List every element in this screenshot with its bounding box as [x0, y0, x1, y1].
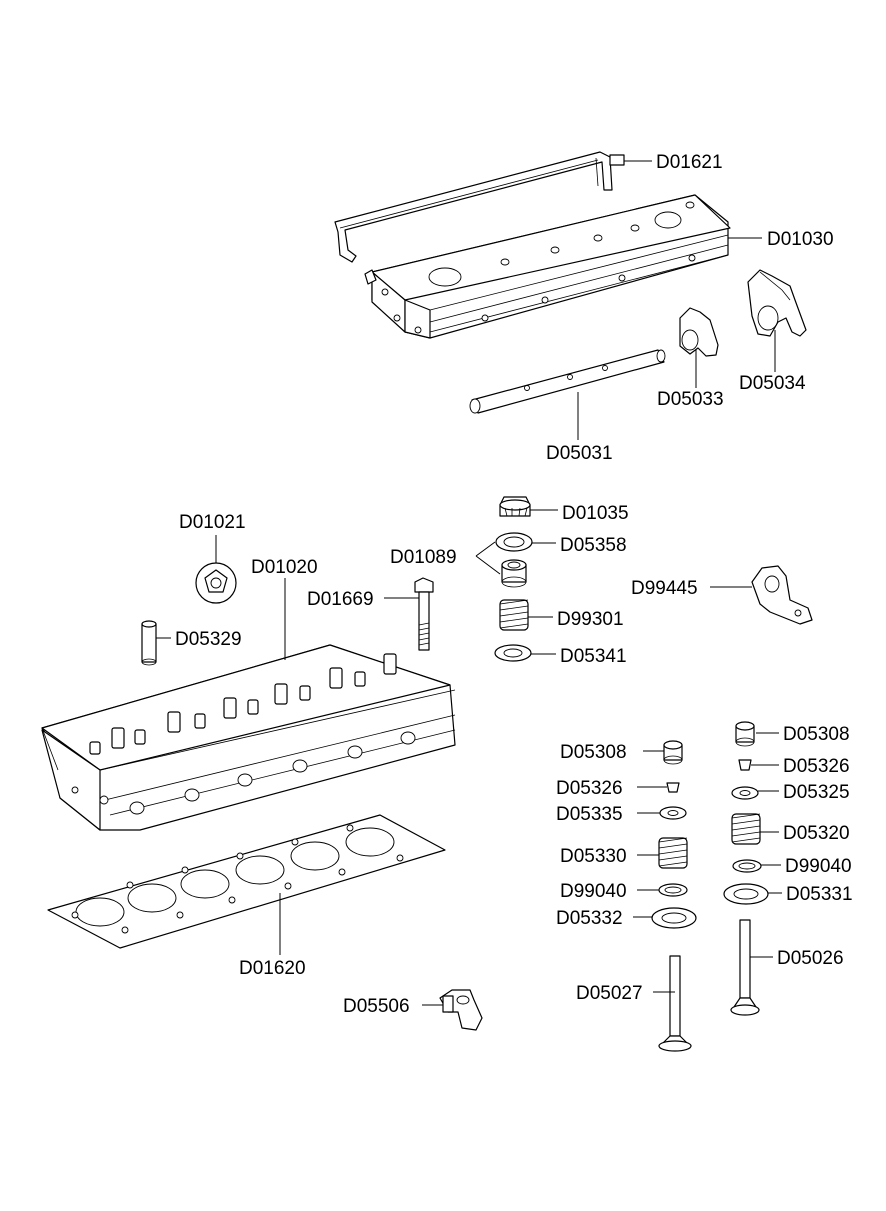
label-d05308-left: D05308 — [560, 742, 627, 763]
label-d01030: D01030 — [767, 229, 834, 250]
label-d05326-left: D05326 — [556, 778, 623, 799]
cover-rail-part — [334, 151, 625, 263]
label-d05027: D05027 — [576, 983, 643, 1004]
head-ports — [71, 731, 416, 815]
spring-retainer-left-part — [659, 806, 687, 820]
cylinder-head-bolt-part — [414, 577, 434, 651]
spring-seat-left-part — [651, 907, 697, 929]
label-d05320: D05320 — [783, 823, 850, 844]
label-d01621: D01621 — [656, 152, 723, 173]
valve-cap-left-part — [663, 740, 683, 765]
label-d01620: D01620 — [239, 958, 306, 979]
label-d99445: D99445 — [631, 578, 698, 599]
label-d01035: D01035 — [562, 503, 629, 524]
head-gasket-part — [47, 814, 446, 949]
stem-seal-part — [501, 559, 527, 588]
spring-seat-washer-part — [494, 644, 532, 662]
valve-keeper-right-part — [738, 759, 752, 771]
rocker-arm-large-part — [747, 269, 807, 337]
label-d05341: D05341 — [560, 646, 627, 667]
valve-keeper-left-part — [666, 782, 680, 793]
label-d05026: D05026 — [777, 948, 844, 969]
spring-seat-right-part — [723, 883, 769, 905]
leader-lines — [156, 160, 782, 1006]
rocker-arm-small-part — [679, 307, 719, 357]
label-d05335: D05335 — [556, 804, 623, 825]
label-d05033: D05033 — [657, 389, 724, 410]
valve-cap-right-part — [735, 721, 755, 747]
label-d01021: D01021 — [179, 512, 246, 533]
label-d05325: D05325 — [783, 782, 850, 803]
valve-spring-part — [499, 599, 529, 631]
label-d05031: D05031 — [546, 443, 613, 464]
exhaust-valve-part — [730, 919, 760, 1016]
label-d05506: D05506 — [343, 996, 410, 1017]
valve-bridge-part — [439, 989, 483, 1031]
label-d99040-right: D99040 — [785, 856, 852, 877]
label-d05358: D05358 — [560, 535, 627, 556]
label-d05331: D05331 — [786, 884, 853, 905]
head-valve-springs — [89, 653, 397, 755]
label-d01669: D01669 — [307, 589, 374, 610]
washer-left-part — [658, 883, 688, 897]
label-d05308-right: D05308 — [783, 724, 850, 745]
label-d99040-left: D99040 — [560, 881, 627, 902]
label-d01089: D01089 — [390, 547, 457, 568]
dowel-pin-part — [141, 620, 157, 666]
label-d05034: D05034 — [739, 373, 806, 394]
part-labels: D01621 D01030 D05034 D05033 D05031 D0103… — [175, 152, 853, 1017]
intake-valve-part — [658, 955, 692, 1052]
valve-cover-part — [364, 194, 731, 339]
label-d99301: D99301 — [557, 609, 624, 630]
cylinder-head-part — [41, 644, 456, 831]
label-d05329: D05329 — [175, 629, 242, 650]
seal-ring-part — [495, 532, 533, 552]
spring-retainer-right-part — [731, 786, 759, 800]
sealing-cap-part — [195, 562, 237, 604]
valve-spring-left-part — [658, 837, 688, 869]
bracket-part — [751, 565, 813, 625]
label-d05330: D05330 — [560, 846, 627, 867]
valve-spring-right-part — [731, 813, 761, 845]
label-d01020: D01020 — [251, 557, 318, 578]
label-d05326-right: D05326 — [783, 756, 850, 777]
washer-right-part — [732, 859, 762, 873]
label-d05332: D05332 — [556, 908, 623, 929]
rocker-shaft-part — [469, 349, 666, 414]
valve-cap-plug-part — [499, 496, 531, 517]
